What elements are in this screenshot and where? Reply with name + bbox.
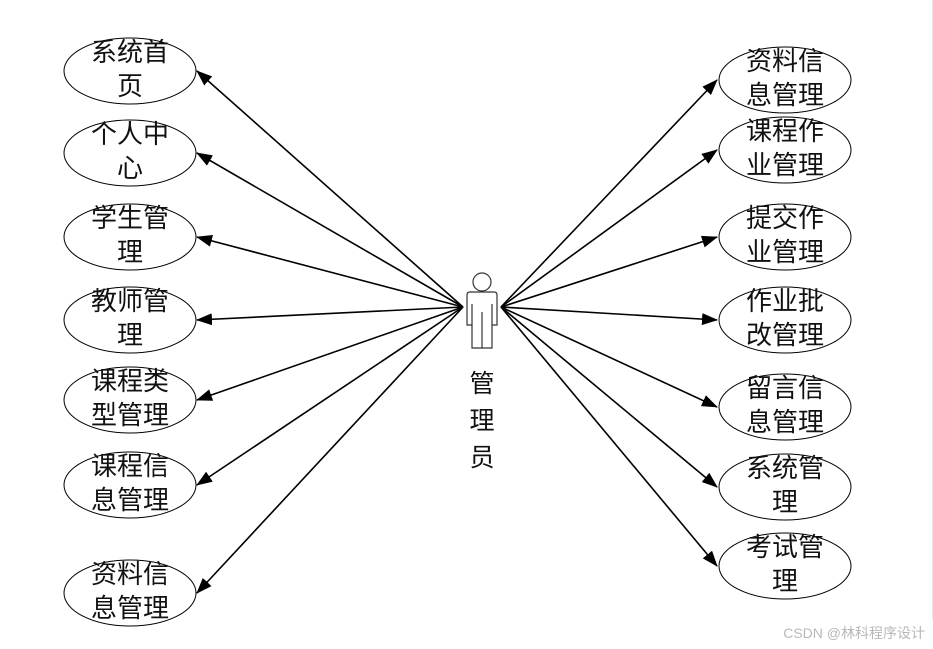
use-case-ellipse <box>718 373 852 441</box>
actor-label-line: 员 <box>469 443 494 472</box>
connector-arrow-left-6 <box>196 306 464 486</box>
use-case-ellipse <box>718 286 852 354</box>
watermark: CSDN @林科程序设计 <box>783 625 925 641</box>
connector-arrow-right-6 <box>500 306 718 488</box>
use-case-ellipse <box>63 559 197 627</box>
use-case-label-line: 息管理 <box>91 486 169 516</box>
use-case-label-line: 课程作 <box>746 117 824 147</box>
use-case-ellipse <box>63 119 197 187</box>
connector-arrow-left-4 <box>196 306 464 326</box>
use-case-label-line: 系统管 <box>746 454 824 484</box>
use-case-ellipse <box>63 451 197 519</box>
use-case-label-line: 息管理 <box>746 408 824 438</box>
use-case-label-line: 教师管 <box>91 287 169 317</box>
use-case-label-line: 考试管 <box>746 533 824 563</box>
use-case-label-line: 息管理 <box>91 594 169 624</box>
connector-arrow-right-1 <box>500 79 718 308</box>
use-case-label-line: 资料信 <box>91 560 169 590</box>
use-cases: 系统首页个人中心学生管理教师管理课程类型管理课程信息管理资料信息管理资料信息管理… <box>63 37 852 627</box>
use-case-label-line: 业管理 <box>746 151 824 181</box>
connectors <box>196 70 718 594</box>
use-case-ellipse <box>718 532 852 600</box>
use-case-label-line: 息管理 <box>746 81 824 111</box>
use-case-ellipse <box>718 453 852 521</box>
actor-admin: 管 理 员 <box>466 272 498 472</box>
use-case-ellipse <box>63 366 197 434</box>
use-case-ellipse <box>63 37 197 105</box>
use-case-ellipse <box>718 116 852 184</box>
use-case-label-line: 作业批 <box>746 287 824 317</box>
use-case-label-line: 理 <box>772 488 798 518</box>
use-case-ellipse <box>718 203 852 271</box>
use-case-label-line: 课程信 <box>91 452 169 482</box>
use-case-label-line: 页 <box>117 72 143 102</box>
connector-arrow-left-2 <box>196 152 464 308</box>
use-case-ellipse <box>63 203 197 271</box>
use-case-label-line: 型管理 <box>91 401 169 431</box>
connector-arrow-left-3 <box>196 235 464 308</box>
use-case-label-line: 改管理 <box>746 321 824 351</box>
connector-arrow-left-5 <box>196 306 464 401</box>
use-case-ellipse <box>718 46 852 114</box>
connector-arrow-left-7 <box>196 306 464 594</box>
actor-label-line: 管 <box>469 369 494 398</box>
use-case-label-line: 理 <box>117 238 143 268</box>
use-case-ellipse <box>63 286 197 354</box>
use-case-label-line: 业管理 <box>746 238 824 268</box>
use-case-label-line: 资料信 <box>746 47 824 77</box>
use-case-label-line: 心 <box>117 154 143 184</box>
connector-arrow-right-4 <box>500 306 718 326</box>
use-case-label-line: 留言信 <box>746 374 824 404</box>
actor-figure-icon <box>466 272 498 349</box>
use-case-label-line: 个人中 <box>91 120 169 150</box>
use-case-label-line: 系统首 <box>91 38 169 68</box>
use-case-label-line: 提交作 <box>746 204 824 234</box>
connector-arrow-right-7 <box>500 306 718 567</box>
use-case-label-line: 课程类 <box>91 367 169 397</box>
connector-arrow-left-1 <box>196 70 464 308</box>
use-case-label-line: 理 <box>772 567 798 597</box>
connector-arrow-right-2 <box>500 149 718 308</box>
use-case-label-line: 学生管 <box>91 204 169 234</box>
connector-arrow-right-5 <box>500 306 718 408</box>
actor-label-line: 理 <box>469 406 494 435</box>
connector-arrow-right-3 <box>500 235 718 308</box>
use-case-label-line: 理 <box>117 321 143 351</box>
